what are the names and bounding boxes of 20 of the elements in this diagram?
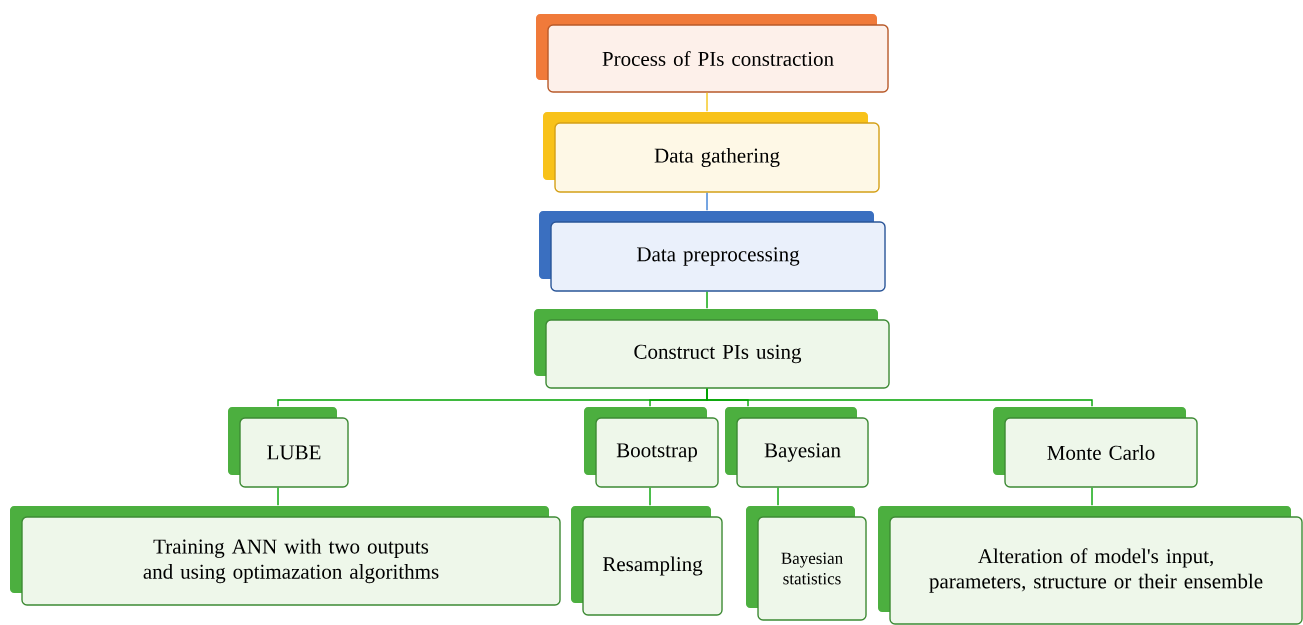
connector-line bbox=[706, 92, 708, 112]
process-box: Bayesian statistics bbox=[746, 506, 867, 621]
connector-line bbox=[706, 388, 1093, 407]
process-box: Training ANN with two outputs and using optimazation algorithms bbox=[10, 506, 561, 606]
process-box: Construct PIs using bbox=[534, 309, 890, 389]
process-box: Bayesian bbox=[725, 407, 869, 488]
process-box: LUBE bbox=[228, 407, 349, 488]
connector-line bbox=[277, 487, 279, 506]
process-box: Process of PIs constraction bbox=[536, 14, 889, 93]
process-box: Data preprocessing bbox=[539, 211, 886, 292]
process-box: Monte Carlo bbox=[993, 407, 1198, 488]
process-box: Bootstrap bbox=[584, 407, 719, 488]
connector-line bbox=[706, 291, 708, 309]
process-box: Resampling bbox=[571, 506, 723, 616]
connector-line bbox=[706, 192, 708, 211]
connector-line bbox=[1091, 487, 1093, 506]
process-box: Data gathering bbox=[543, 112, 880, 193]
connector-line bbox=[649, 487, 651, 506]
connector-line bbox=[777, 487, 779, 506]
process-box: Alteration of model's input, parameters, structure or their ensemble bbox=[878, 506, 1303, 625]
